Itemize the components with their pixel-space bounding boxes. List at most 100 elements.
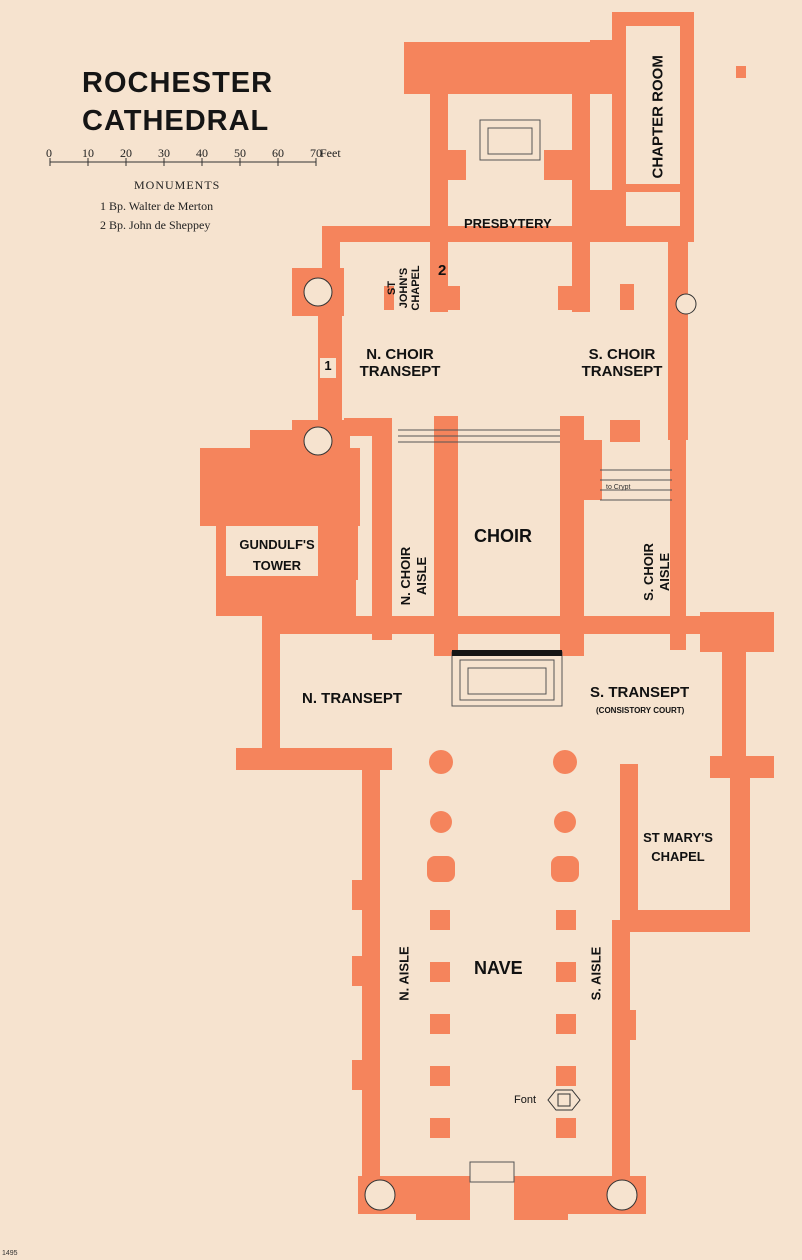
- wall-masonry: [200, 12, 774, 1220]
- scale-tick: 40: [196, 146, 208, 160]
- wall: [250, 430, 350, 452]
- scale-bar: [49, 158, 317, 166]
- title-line-2: CATHEDRAL: [82, 105, 270, 137]
- choir-steps: [459, 659, 555, 701]
- nave-pier: [430, 811, 452, 833]
- nave-pier: [430, 1014, 450, 1034]
- wall-fragment: [736, 66, 746, 78]
- label-chapter-room: CHAPTER ROOM: [649, 55, 667, 179]
- spiral-stair-icon: [364, 1179, 396, 1211]
- west-doorway-pier: [514, 1176, 568, 1220]
- line-work: [398, 119, 672, 1183]
- scale-tick: 20: [120, 146, 132, 160]
- chapter-room-wall: [612, 12, 694, 26]
- label-line: GUNDULF'S: [239, 537, 315, 552]
- label-line: N. CHOIR: [366, 346, 434, 363]
- nave-pier: [554, 811, 576, 833]
- choir-steps: [467, 667, 547, 695]
- label-line: AISLE: [414, 556, 429, 596]
- spiral-stair-icon: [303, 277, 333, 307]
- nave-pier: [556, 1066, 576, 1086]
- transept-north-wall: [262, 616, 774, 634]
- chapter-room-wall: [680, 12, 694, 242]
- nave-pier: [430, 1118, 450, 1138]
- st-marys-chapel-wall: [620, 764, 638, 924]
- scale-tick: 30: [158, 146, 170, 160]
- label-n-choir-aisle: N. CHOIR AISLE: [398, 536, 430, 616]
- chapter-room-wall: [612, 184, 694, 192]
- label-gundulfs-tower: GUNDULF'S TOWER: [232, 534, 322, 576]
- label-line: TRANSEPT: [359, 363, 441, 380]
- presbytery-north-wall: [430, 42, 448, 312]
- gundulfs-tower-wall: [200, 448, 222, 526]
- spiral-stair-icon: [675, 293, 697, 315]
- buttress: [352, 880, 372, 910]
- altar-outline: [487, 127, 533, 155]
- nave-pier: [430, 962, 450, 982]
- label-line: TOWER: [252, 558, 302, 573]
- gundulfs-tower-wall: [318, 500, 358, 580]
- legend-item: 2 Bp. John de Sheppey: [100, 218, 211, 232]
- scale-unit: Feet: [320, 146, 341, 160]
- monuments-legend: MONUMENTS 1 Bp. Walter de Merton 2 Bp. J…: [88, 178, 220, 235]
- spiral-stairs: [303, 277, 697, 1211]
- pier: [620, 284, 634, 310]
- label-st-marys-chapel: ST MARY'S CHAPEL: [628, 828, 728, 866]
- label-s-transept: S. TRANSEPT: [590, 684, 690, 701]
- pier: [558, 286, 584, 310]
- nave-pier: [429, 750, 453, 774]
- west-doorway-pier: [416, 1176, 470, 1220]
- legend-item: 1 Bp. Walter de Merton: [100, 199, 214, 213]
- nave-south-wall: [612, 920, 630, 1196]
- label-choir: CHOIR: [474, 526, 532, 546]
- pier: [438, 286, 460, 310]
- label-font: Font: [514, 1094, 537, 1106]
- scale-tick: 10: [82, 146, 94, 160]
- scale-tick: 50: [234, 146, 246, 160]
- label-n-transept: N. TRANSEPT: [302, 690, 403, 707]
- label-n-choir-transept: N. CHOIR TRANSEPT: [350, 346, 450, 380]
- label-to-crypt: to Crypt: [606, 484, 631, 491]
- st-marys-chapel-wall: [730, 764, 750, 932]
- nave-pier: [556, 1118, 576, 1138]
- gundulfs-tower-wall: [216, 576, 356, 616]
- label-line: AISLE: [657, 552, 672, 592]
- nave-pier: [556, 1014, 576, 1034]
- nave-pier: [551, 856, 579, 882]
- gundulfs-tower-wall: [216, 520, 226, 616]
- label-line: TRANSEPT: [581, 363, 663, 380]
- nave-pier: [430, 910, 450, 930]
- s-choir-aisle-wall: [670, 430, 686, 650]
- nave-pier: [553, 750, 577, 774]
- label-s-choir-transept: S. CHOIR TRANSEPT: [572, 346, 672, 380]
- n-choir-aisle-wall: [372, 420, 392, 640]
- nave-pier: [556, 910, 576, 930]
- legend-heading: MONUMENTS: [134, 178, 221, 192]
- east-transept-wall: [322, 226, 694, 242]
- plate-number: 1495: [2, 1250, 18, 1257]
- buttress: [440, 150, 466, 180]
- west-doorway: [469, 1161, 515, 1183]
- label-line: S. CHOIR: [588, 346, 656, 363]
- wall: [322, 226, 340, 270]
- scale-tick: 70: [310, 146, 322, 160]
- spiral-stair-icon: [303, 426, 333, 456]
- choir-screen: [582, 440, 602, 500]
- label-line: ST: [386, 280, 398, 296]
- choir-screen: [452, 650, 562, 656]
- label-n-aisle: N. AISLE: [396, 946, 412, 1001]
- s-choir-transept-wall: [668, 240, 688, 440]
- buttress: [544, 150, 584, 180]
- label-consistory-court: (CONSISTORY COURT): [596, 706, 685, 715]
- scale-tick: 0: [46, 146, 52, 160]
- st-marys-chapel-wall: [620, 910, 750, 932]
- label-line: ST MARY'S: [643, 830, 713, 845]
- label-line: CHAPEL: [651, 849, 705, 864]
- label-line: CHAPEL: [410, 265, 422, 311]
- nave-pier: [556, 962, 576, 982]
- spiral-stair-icon: [606, 1179, 638, 1211]
- label-presbytery: PRESBYTERY: [464, 216, 552, 231]
- label-nave: NAVE: [474, 958, 523, 978]
- n-transept-south-wall: [236, 748, 392, 770]
